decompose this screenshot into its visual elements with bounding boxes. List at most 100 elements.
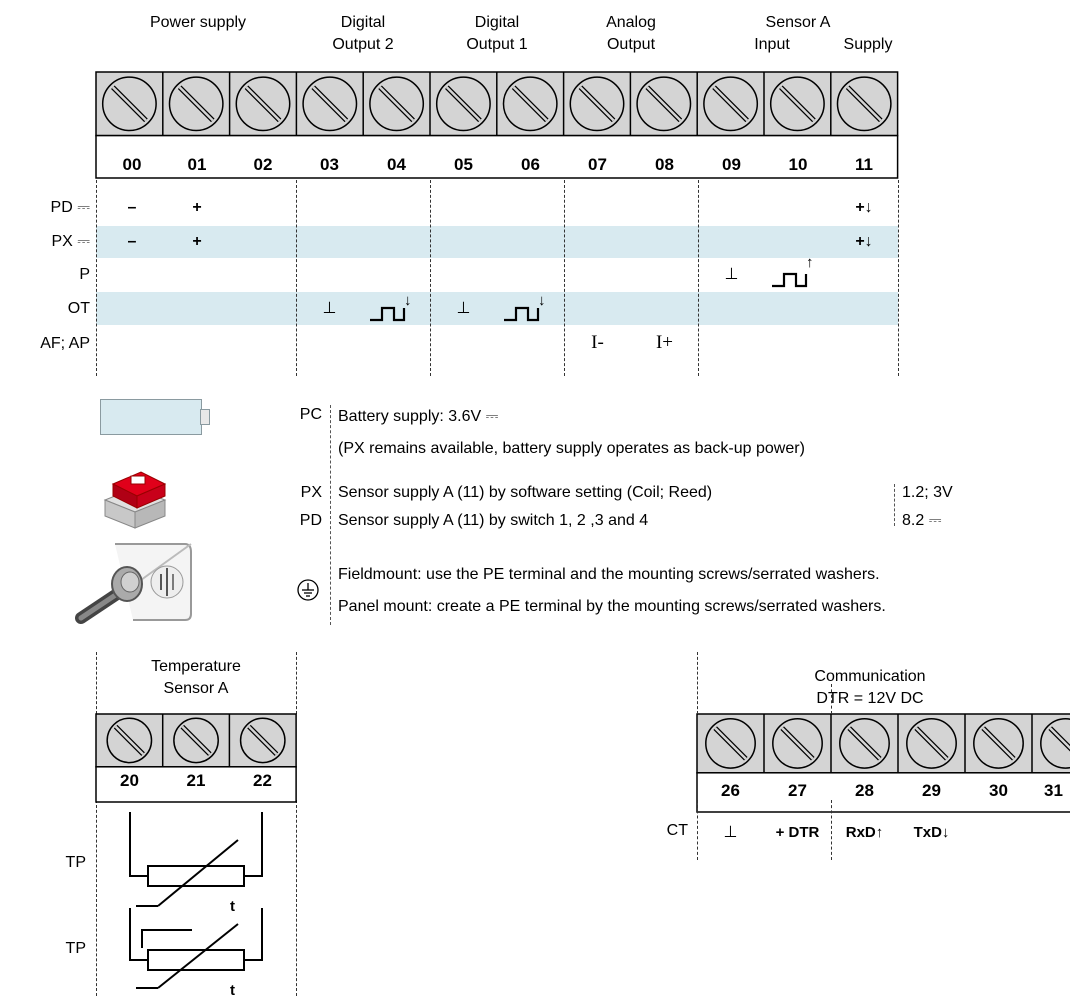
pe-mounting-icon xyxy=(75,543,192,624)
row-label-p: P xyxy=(79,266,90,283)
legend-divider xyxy=(330,405,331,625)
cell-ct-dtr: + DTR xyxy=(775,824,820,841)
terminal-number: 09 xyxy=(722,155,741,174)
group-digital-output-1-line1: Digital xyxy=(474,14,520,31)
row-label-tp: TP xyxy=(65,854,86,871)
terminal-number: 11 xyxy=(855,155,873,174)
terminal-number: 31 xyxy=(1044,781,1063,800)
group-analog-output-line1: Analog xyxy=(606,14,656,31)
pulse-down-arrow: ↓ xyxy=(404,292,412,309)
group-sensor-a-input: Input xyxy=(754,36,790,53)
protective-earth-icon xyxy=(297,579,319,601)
cell-px-01: + xyxy=(192,233,202,250)
divider xyxy=(898,180,899,376)
cell-pd-11: +↓ xyxy=(855,199,873,216)
cell-ct-txd: TxD↓ xyxy=(913,824,950,841)
comm-header-line2: DTR = 12V DC xyxy=(816,690,924,707)
temp-header-line1: Temperature xyxy=(151,658,241,675)
row-label-px: PX ⎓ xyxy=(51,233,90,250)
pulse-up-icon xyxy=(772,272,808,288)
row-label-pd: PD ⎓ xyxy=(50,199,90,216)
screw-icon xyxy=(1040,717,1070,769)
terminal-number: 02 xyxy=(253,155,273,174)
pt-sensor-2wire-icon xyxy=(129,812,263,989)
row-band-px xyxy=(96,226,898,258)
terminal-number: 07 xyxy=(588,155,607,174)
divider xyxy=(564,180,565,376)
terminal-strip-top xyxy=(95,71,899,179)
divider xyxy=(96,800,97,996)
row-label-ct: CT xyxy=(666,822,688,839)
terminal-number: 26 xyxy=(721,781,740,800)
group-sensor-a: Sensor A xyxy=(765,14,831,31)
legend-pc-line2: (PX remains available, battery supply op… xyxy=(338,440,805,457)
terminal-number: 21 xyxy=(186,771,206,790)
battery-icon xyxy=(100,399,202,435)
cell-pd-01: + xyxy=(192,199,202,216)
terminal-number: 01 xyxy=(187,155,207,174)
group-sensor-a-supply: Supply xyxy=(843,36,893,53)
terminal-number: 10 xyxy=(788,155,808,174)
group-analog-output-line2: Output xyxy=(606,36,656,53)
ground-symbol: ⊥ xyxy=(723,824,738,841)
divider xyxy=(698,180,699,376)
divider xyxy=(831,684,832,714)
row-label-af-ap: AF; AP xyxy=(40,335,90,352)
pulse-down-icon xyxy=(504,306,540,322)
terminal-number: 04 xyxy=(387,155,406,174)
divider xyxy=(831,800,832,860)
tp-t-label: t xyxy=(230,982,235,999)
group-digital-output-2-line1: Digital xyxy=(340,14,386,31)
legend-pd-value: 8.2 ⎓ xyxy=(902,512,942,529)
divider xyxy=(96,180,97,376)
terminal-number: 06 xyxy=(521,155,540,174)
cell-af-i-minus: I- xyxy=(591,332,604,353)
row-label-tp: TP xyxy=(65,940,86,957)
divider xyxy=(296,800,297,996)
terminal-number: 20 xyxy=(120,771,139,790)
legend-pc-line1: Battery supply: 3.6V ⎓ xyxy=(338,408,499,425)
pulse-up-arrow: ↑ xyxy=(806,254,814,271)
ground-symbol: ⊥ xyxy=(322,300,337,317)
legend-code-pd: PD xyxy=(299,512,322,529)
terminal-number: 03 xyxy=(320,155,339,174)
legend-px-value: 1.2; 3V xyxy=(902,484,953,501)
terminal-number: 08 xyxy=(655,155,674,174)
cell-af-i-plus: I+ xyxy=(655,332,674,353)
terminal-number: 00 xyxy=(122,155,142,174)
group-power-supply: Power supply xyxy=(149,14,247,31)
legend-pe-line2: Panel mount: create a PE terminal by the… xyxy=(338,598,886,615)
legend-code-pc: PC xyxy=(299,406,322,423)
divider xyxy=(296,180,297,376)
cell-px-00: – xyxy=(127,233,137,250)
pulse-down-arrow: ↓ xyxy=(538,292,546,309)
legend-pe-line1: Fieldmount: use the PE terminal and the … xyxy=(338,566,880,583)
divider xyxy=(697,652,698,714)
ground-symbol: ⊥ xyxy=(724,266,739,283)
legend-px-text: Sensor supply A (11) by software setting… xyxy=(338,484,713,501)
group-digital-output-2-line2: Output 2 xyxy=(332,36,394,53)
row-band-ot xyxy=(96,292,898,325)
cell-pd-00: – xyxy=(127,199,137,216)
divider xyxy=(296,652,297,714)
divider xyxy=(96,652,97,714)
cell-px-11: +↓ xyxy=(855,233,873,250)
temp-header-line2: Sensor A xyxy=(163,680,229,697)
row-label-ot: OT xyxy=(67,300,90,317)
terminal-number: 27 xyxy=(788,781,807,800)
terminal-number: 30 xyxy=(989,781,1008,800)
battery-terminal xyxy=(200,409,210,425)
legend-pd-text: Sensor supply A (11) by switch 1, 2 ,3 a… xyxy=(338,512,649,529)
cell-ct-rxd: RxD↑ xyxy=(845,824,884,841)
divider xyxy=(430,180,431,376)
terminal-number: 22 xyxy=(253,771,272,790)
tp-t-label: t xyxy=(230,898,235,915)
pulse-down-icon xyxy=(370,306,406,322)
sensor-module-icon xyxy=(103,471,167,529)
terminal-number: 05 xyxy=(454,155,473,174)
ground-symbol: ⊥ xyxy=(456,300,471,317)
divider xyxy=(697,800,698,860)
legend-code-px: PX xyxy=(300,484,322,501)
terminal-number: 29 xyxy=(922,781,941,800)
